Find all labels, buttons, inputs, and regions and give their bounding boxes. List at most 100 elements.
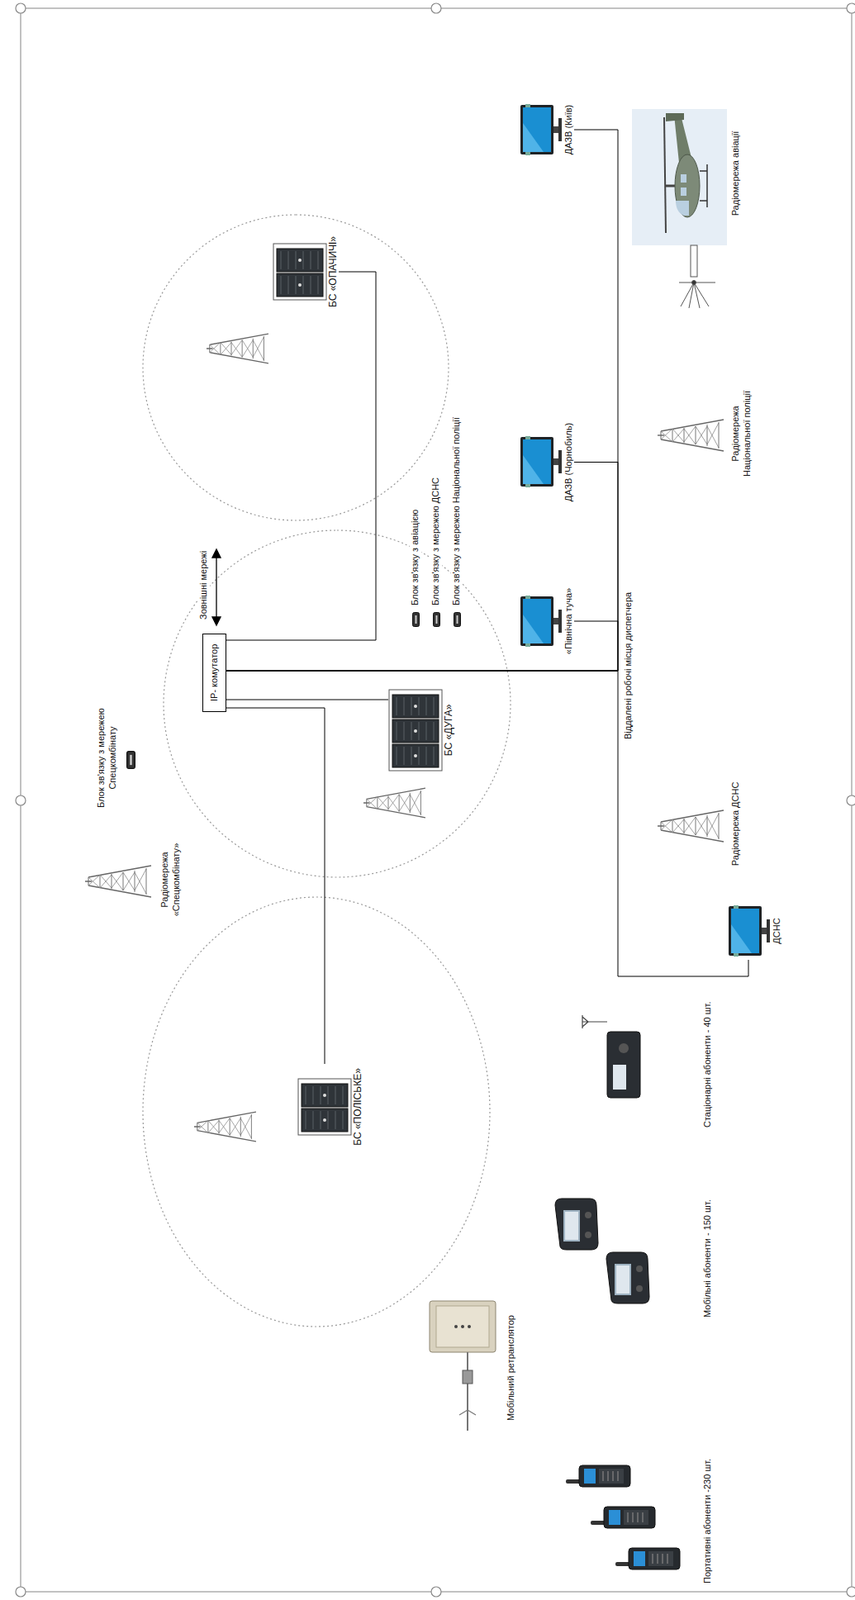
server-rack [418, 722, 420, 741]
workstation-monitor [558, 609, 562, 633]
stationary-radio [618, 1043, 629, 1054]
server-rack [413, 754, 418, 758]
frame [846, 3, 855, 14]
workstation-monitor [728, 906, 762, 956]
server-rack [310, 275, 312, 295]
mobile-radio [555, 1198, 599, 1250]
gateway-device [454, 612, 461, 627]
frame [15, 3, 26, 14]
workstation-monitor [733, 905, 739, 909]
workstation-monitor [520, 104, 554, 155]
antenna-tower [363, 788, 426, 818]
server-rack [389, 689, 442, 771]
workstation: «Північна туча» [563, 584, 575, 659]
server-rack [310, 251, 312, 270]
server-rack [413, 704, 418, 708]
network-link [226, 699, 389, 701]
workstation-monitor [520, 437, 554, 488]
helicopter-picture [664, 117, 666, 233]
server-rack [335, 1111, 337, 1130]
server-rack [418, 746, 420, 765]
external-arrow [212, 617, 221, 626]
fan-antenna [692, 280, 697, 285]
workstation-monitor [522, 614, 544, 644]
workstation: ДСНС [726, 902, 783, 960]
server-rack [298, 1078, 352, 1136]
base-station: БС «ПОЛІСЬКЕ» [297, 1064, 364, 1150]
frame [15, 1586, 26, 1597]
workstation-monitor [553, 126, 559, 133]
server-rack [273, 243, 327, 300]
server-rack [318, 251, 319, 270]
caption-label: Радіомережа авіації [730, 122, 742, 225]
server-rack [318, 275, 319, 295]
server-rack [403, 746, 405, 765]
mobile-repeater [429, 1301, 496, 1431]
workstation-monitor [731, 924, 752, 954]
base-station: БС «ДУГА» [388, 686, 455, 775]
portable-radio [615, 1548, 680, 1570]
antenna-tower [194, 1111, 257, 1142]
frame [15, 795, 26, 806]
server-rack [305, 1086, 307, 1105]
caption-label: Мобільний ретранслятор [505, 1313, 518, 1423]
server-rack [320, 1111, 322, 1130]
antenna-tower [657, 419, 724, 452]
node-label: ДАЗВ (Київ) [563, 103, 575, 157]
antenna-tower [657, 810, 724, 842]
workstation-monitor [525, 484, 531, 489]
server-rack [288, 251, 290, 270]
server-rack [288, 275, 290, 295]
server-rack [396, 722, 398, 741]
server-rack [392, 694, 439, 718]
switch-box: IP- комутатор [209, 642, 220, 703]
workstation-monitor [518, 436, 564, 490]
coverage-zone [142, 214, 449, 521]
frame [431, 3, 442, 14]
server-rack [327, 1111, 329, 1130]
workstation-monitor [558, 118, 562, 142]
helicopter-picture [674, 154, 700, 218]
server-rack [392, 719, 439, 743]
workstation: ДАЗВ (Чорнобиль) [563, 418, 575, 506]
coverage-zone [142, 897, 490, 1327]
server-rack [388, 688, 443, 772]
server-rack [403, 722, 405, 741]
workstation-monitor [525, 643, 531, 647]
mobile-repeater [436, 1306, 490, 1348]
workstation-monitor [761, 927, 767, 935]
base-station: БС «ПОЛІСЬКЕ» [351, 1064, 364, 1150]
server-rack [297, 1078, 352, 1136]
server-rack [323, 1093, 327, 1098]
server-rack [392, 744, 439, 768]
caption-label: Блок зв'язку з мережею ДСНС [430, 475, 442, 608]
helicopter-picture [665, 113, 684, 122]
server-rack [323, 1118, 327, 1122]
workstation-monitor [520, 596, 554, 646]
workstation-monitor [553, 459, 559, 466]
frame [15, 3, 855, 1597]
caption-label: Зовнішні мережі [198, 549, 210, 622]
node-label: БС «ДУГА» [442, 703, 455, 759]
server-rack [295, 251, 297, 270]
workstation-monitor [522, 123, 544, 152]
workstation: «Північна туча» [518, 584, 575, 659]
server-rack [301, 1108, 348, 1132]
helicopter-picture [631, 109, 727, 246]
server-rack [411, 722, 413, 741]
workstation-monitor [726, 904, 772, 958]
external-arrow [212, 549, 221, 558]
server-rack [327, 1086, 329, 1105]
server-rack [342, 1086, 344, 1105]
base-station: БС «ОПАЧИЧІ» [272, 232, 339, 312]
workstation-monitor [731, 908, 760, 954]
frame [846, 1586, 855, 1597]
caption-label: Блок зв'язку з авіацією [409, 508, 422, 608]
server-rack [418, 697, 420, 716]
antenna-tower [85, 333, 724, 1142]
portable-radio [565, 1465, 680, 1570]
stationary-radio [582, 1015, 641, 1098]
